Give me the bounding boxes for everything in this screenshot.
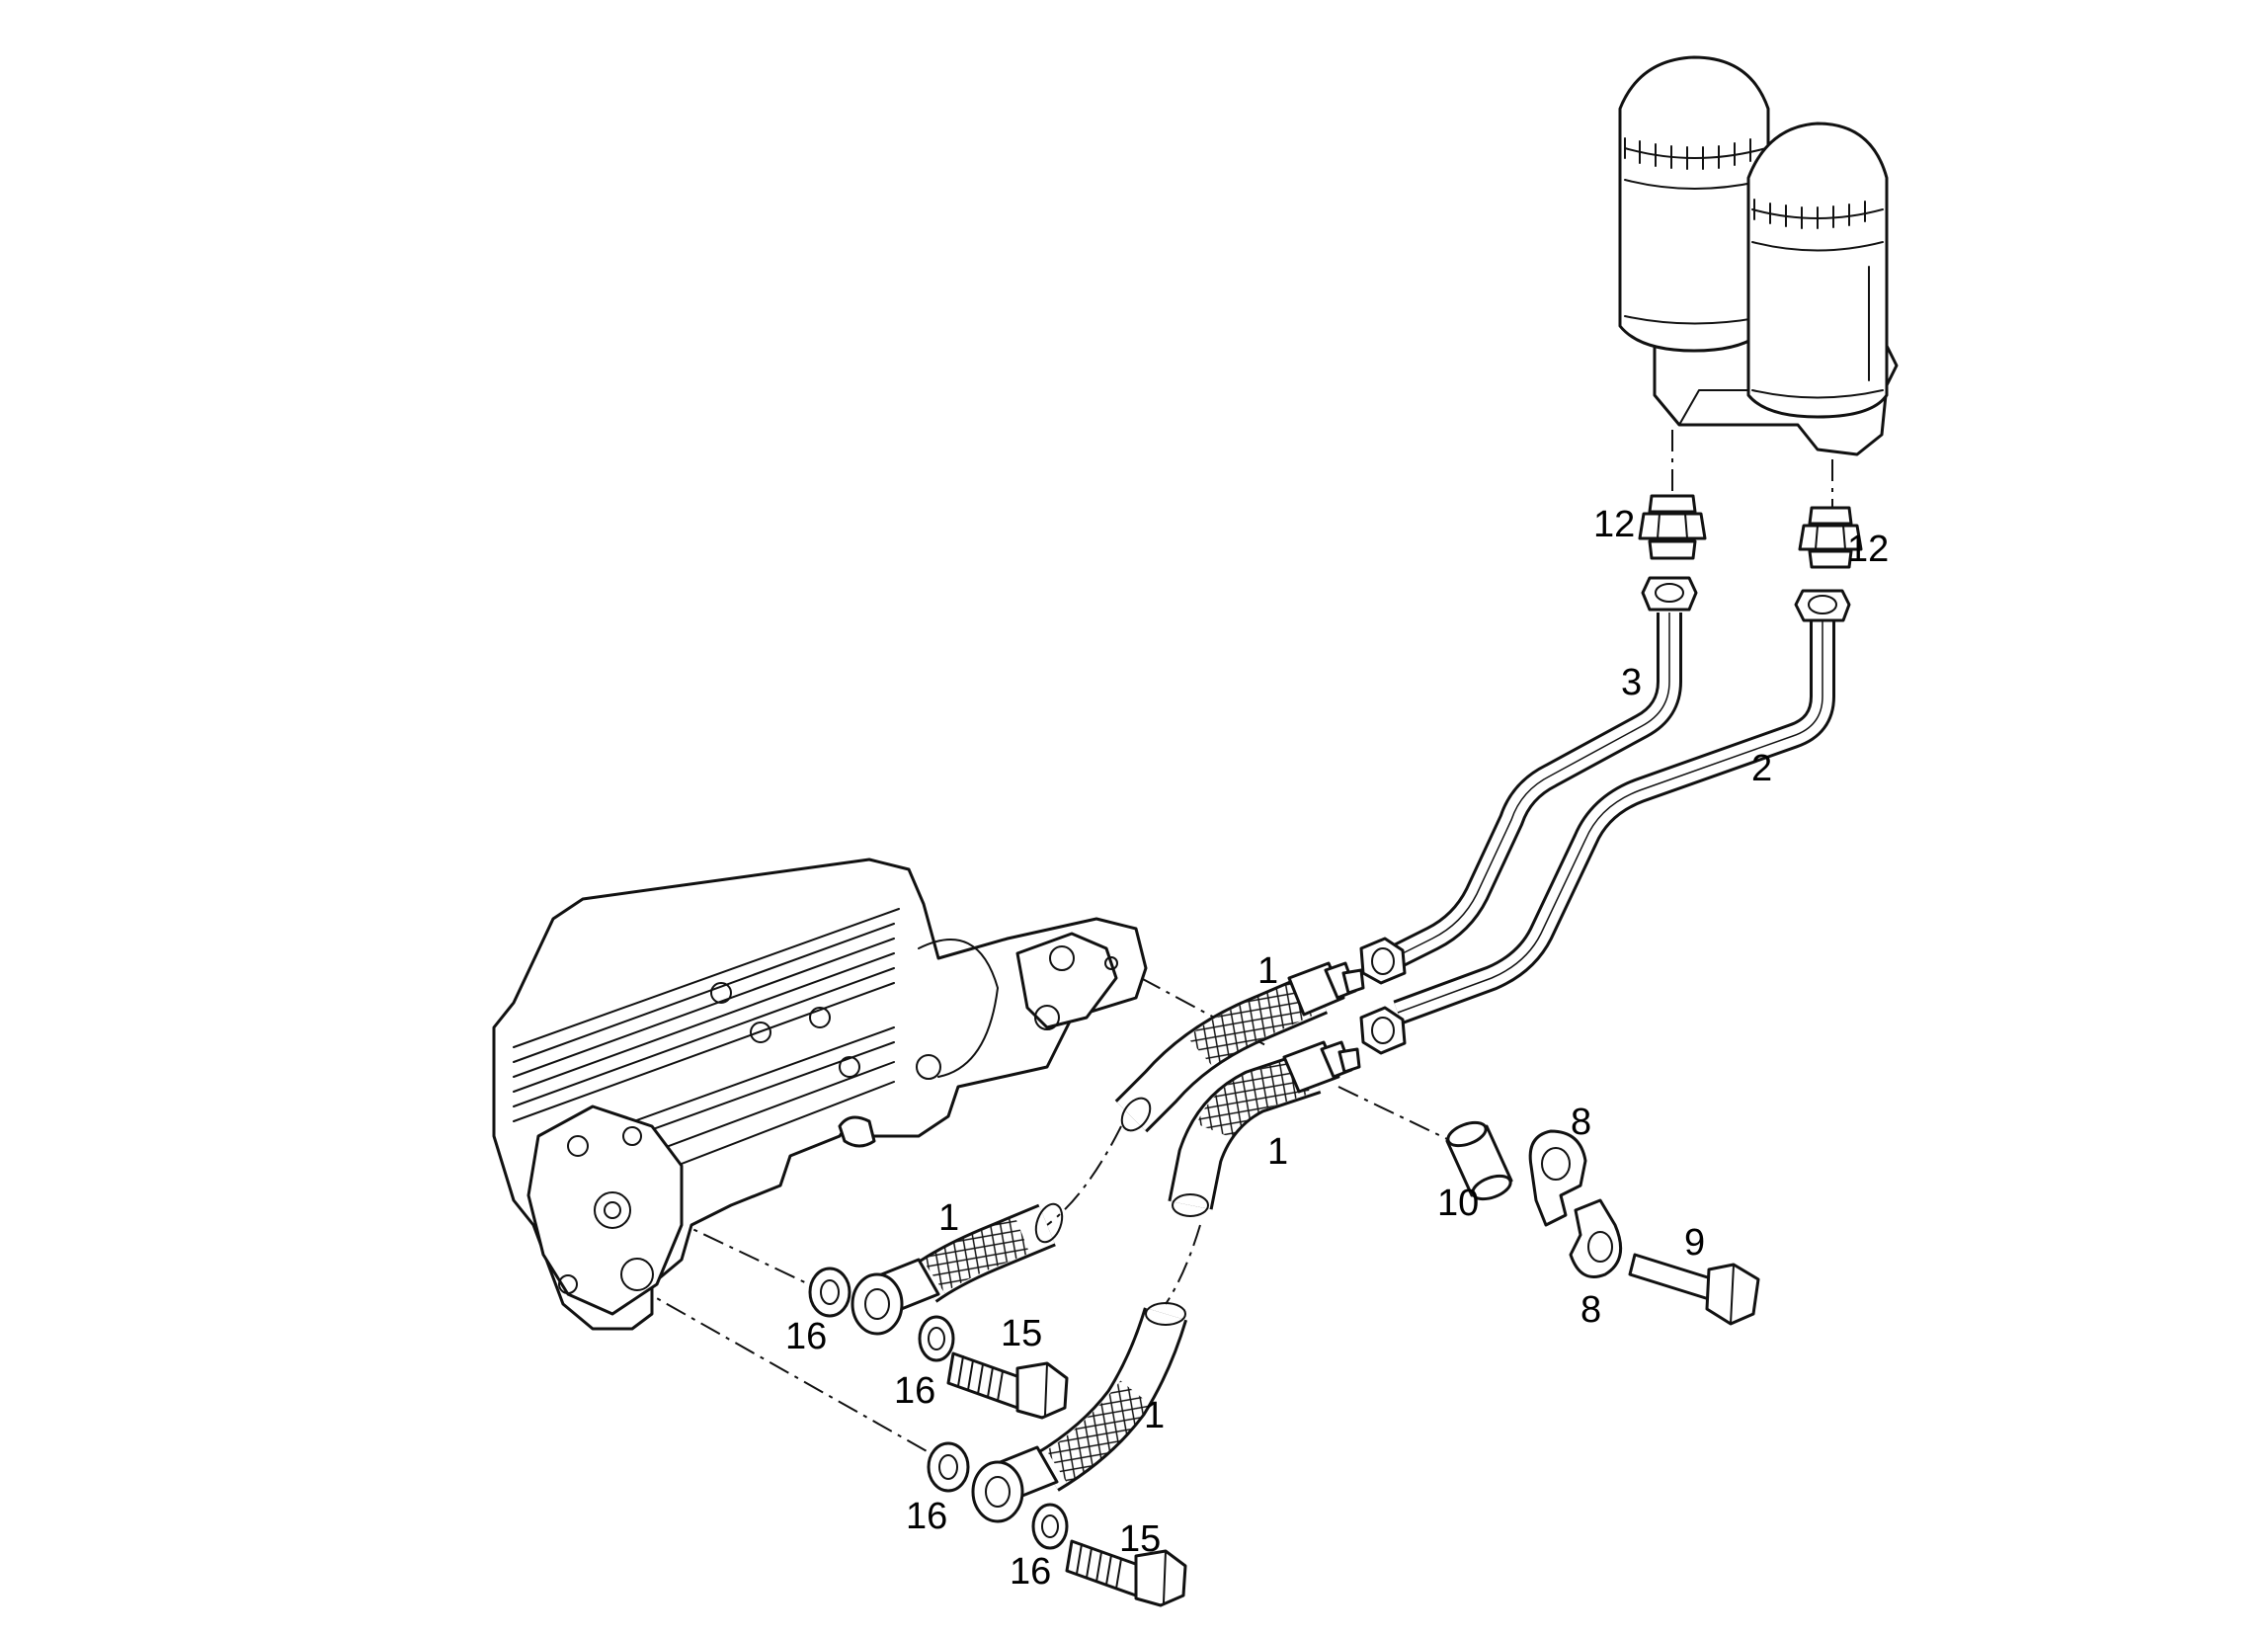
hose-left [850, 1202, 1064, 1336]
pipe-clip-upper [1528, 1129, 1587, 1227]
pipe-long [1393, 589, 1851, 1025]
adapter-fitting-right [1798, 506, 1863, 569]
pipe-clip-lower [1569, 1198, 1623, 1278]
callout-clip-upper: 8 [1571, 1102, 1591, 1143]
sealing-washer-d [1031, 1503, 1069, 1550]
pipe-end-nut-lower [1359, 1006, 1407, 1055]
callout-labels: 1 1 1 1 2 3 8 8 9 10 12 12 15 15 16 16 1… [785, 504, 1889, 1593]
sealing-washer-b [918, 1315, 955, 1362]
filter-canister-left [1618, 55, 1770, 353]
callout-hose-right: 1 [1267, 1131, 1288, 1173]
adapter-fitting-left [1638, 494, 1707, 560]
filter-canister-right [1746, 122, 1889, 419]
callout-pipe-long: 2 [1751, 748, 1772, 789]
callout-spacer: 10 [1437, 1183, 1479, 1224]
banjo-bolt-lower [1065, 1539, 1187, 1607]
pipe-short [1377, 576, 1698, 975]
banjo-bolt-upper [946, 1351, 1069, 1420]
twin-filter-assembly [1618, 55, 1899, 456]
sealing-washer-a [808, 1267, 851, 1318]
callout-banjo-bolt-lower: 15 [1119, 1518, 1161, 1560]
callout-washer-b: 16 [894, 1370, 935, 1412]
callout-washer-c: 16 [906, 1496, 947, 1537]
callout-hose-upper: 1 [1257, 950, 1278, 992]
callout-pipe-short: 3 [1621, 662, 1642, 703]
hose-upper [1114, 961, 1365, 1133]
callout-clip-lower: 8 [1580, 1289, 1601, 1331]
callout-banjo-bolt-upper: 15 [1001, 1313, 1042, 1354]
callout-washer-d: 16 [1010, 1551, 1051, 1593]
sealing-washer-c [927, 1441, 970, 1493]
callout-hose-left: 1 [938, 1197, 959, 1239]
oil-cooler-housing [492, 858, 1148, 1331]
callout-washer-a: 16 [785, 1316, 827, 1357]
callout-hose-lower: 1 [1144, 1395, 1165, 1436]
callout-bolt-clamp: 9 [1684, 1222, 1705, 1264]
pipe-end-nut-upper [1359, 937, 1407, 985]
callout-adapter-right: 12 [1847, 529, 1889, 570]
clamp-bolt [1628, 1253, 1760, 1326]
callout-adapter-left: 12 [1593, 504, 1635, 545]
hose-right [1168, 1040, 1361, 1217]
spacer-sleeve [1445, 1120, 1513, 1201]
hose-lower [971, 1302, 1188, 1523]
